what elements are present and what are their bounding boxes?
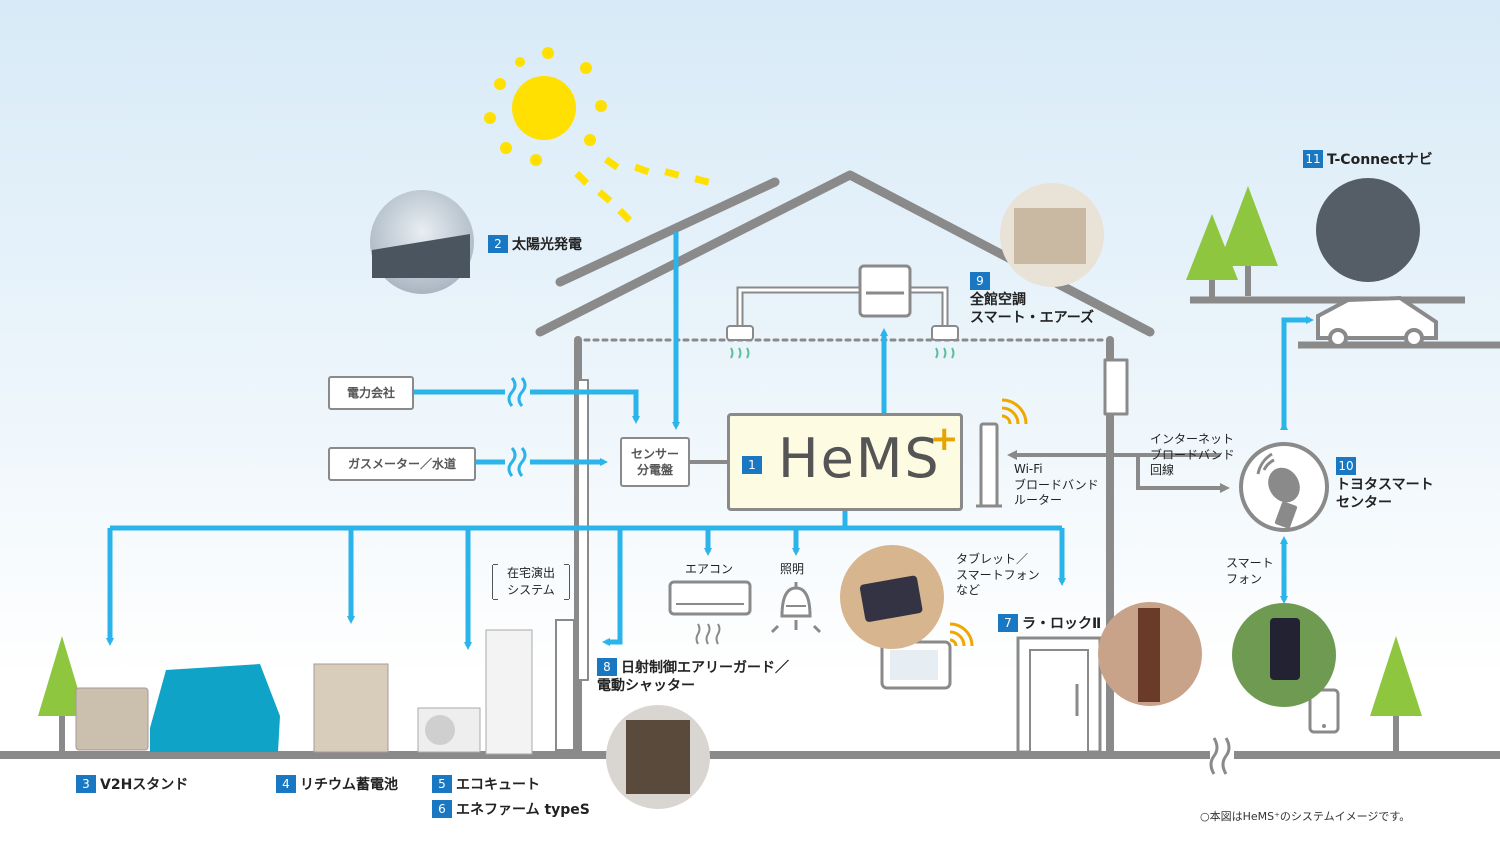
item-label-line2: センター <box>1336 495 1392 512</box>
tablet-device <box>880 622 974 690</box>
photo-circles <box>370 178 1420 809</box>
item-label: リチウム蓄電池 <box>300 777 398 793</box>
item-label: 全館空調 <box>970 292 1026 309</box>
item-number: 6 <box>432 800 452 818</box>
item-number: 5 <box>432 775 452 793</box>
entrance-door <box>1016 636 1102 754</box>
power-company-label: 電力会社 <box>346 385 395 400</box>
gas-water-label: ガスメーター／水道 <box>347 456 456 471</box>
item-aircon-system[interactable]: 9 全館空調スマート・エアーズ <box>970 272 1094 328</box>
lighting-label: 照明 <box>780 562 805 576</box>
light-bulb <box>770 582 822 634</box>
equipment <box>75 619 575 755</box>
aircon-unit <box>668 580 752 645</box>
presence-label-line2: システム <box>507 583 555 597</box>
item-label: トヨタスマート <box>1336 477 1434 494</box>
tablet-label-line1: タブレット／ <box>956 552 1029 566</box>
item-number: 4 <box>276 775 296 793</box>
item-label-line2: スマート・エアーズ <box>970 310 1095 327</box>
internet-label-line3: 回線 <box>1150 463 1175 478</box>
item-number: 3 <box>76 775 96 793</box>
hems-controller[interactable]: 1 HeMS + <box>727 413 963 511</box>
internet-label-line1: インターネット <box>1150 432 1235 446</box>
item-smart-center[interactable]: 10 トヨタスマートセンター <box>1336 457 1434 513</box>
item-number: 8 <box>597 658 617 676</box>
whole-house-aircon-ducts <box>726 264 959 359</box>
item-number: 9 <box>970 272 990 290</box>
energy-flow-lines <box>106 232 1314 650</box>
sun <box>484 47 710 223</box>
sensor-panel-line1: センサー <box>630 446 679 461</box>
car-road <box>1190 295 1500 349</box>
item-number: 1 <box>742 456 762 474</box>
hems-logo-plus: + <box>930 419 959 459</box>
router-label-line1: Wi-Fi <box>1014 462 1043 476</box>
internet-label: インターネットブロードバンド回線 <box>1150 432 1235 479</box>
ground <box>0 735 1500 775</box>
item-label: V2Hスタンド <box>100 777 189 793</box>
sensor-panel-line2: 分電盤 <box>636 463 673 477</box>
internet-label-line2: ブロードバンド <box>1150 447 1235 462</box>
item-label: T-Connectナビ <box>1327 152 1433 168</box>
power-company-box: 電力会社 <box>328 376 414 410</box>
aircon-label: エアコン <box>685 562 734 576</box>
item-number: 2 <box>488 235 508 253</box>
item-label: ラ・ロックⅡ <box>1022 616 1102 632</box>
item-number: 7 <box>998 614 1018 632</box>
item-label-line2: 電動シャッター <box>597 678 695 695</box>
item-label: 太陽光発電 <box>512 237 582 253</box>
smartphone-label-line2: フォン <box>1226 571 1263 586</box>
smartphone-device <box>1308 688 1340 734</box>
item-label: エコキュート <box>456 777 540 793</box>
tablet-label: タブレット／スマートフォンなど <box>956 552 1040 599</box>
item-number: 10 <box>1336 457 1356 475</box>
sensor-panel-box: センサー 分電盤 <box>620 437 690 487</box>
presence-label-line1: 在宅演出 <box>506 566 555 580</box>
gas-water-box: ガスメーター／水道 <box>328 447 476 481</box>
trees <box>38 186 1422 754</box>
tablet-label-line2: スマートフォン <box>956 567 1040 582</box>
line-breaks <box>507 377 527 477</box>
item-label: 日射制御エアリーガード／ <box>621 660 789 676</box>
wifi-router <box>976 398 1028 508</box>
smartphone-label: スマートフォン <box>1226 556 1274 587</box>
footnote: ○本図はHeMS⁺のシステムイメージです。 <box>1200 810 1411 823</box>
presence-system-label: 在宅演出システム <box>492 564 570 600</box>
item-label: エネファーム typeS <box>456 802 590 818</box>
hems-logo-text: HeMS <box>778 427 941 490</box>
smart-center-icon <box>1239 442 1329 532</box>
tablet-label-line3: など <box>956 583 981 598</box>
router-label-line3: ルーター <box>1014 493 1063 508</box>
smartphone-label-line1: スマート <box>1226 556 1274 570</box>
router-label-line2: ブロードバンド <box>1014 477 1099 492</box>
connectors <box>690 450 1230 493</box>
item-number: 11 <box>1303 150 1323 168</box>
